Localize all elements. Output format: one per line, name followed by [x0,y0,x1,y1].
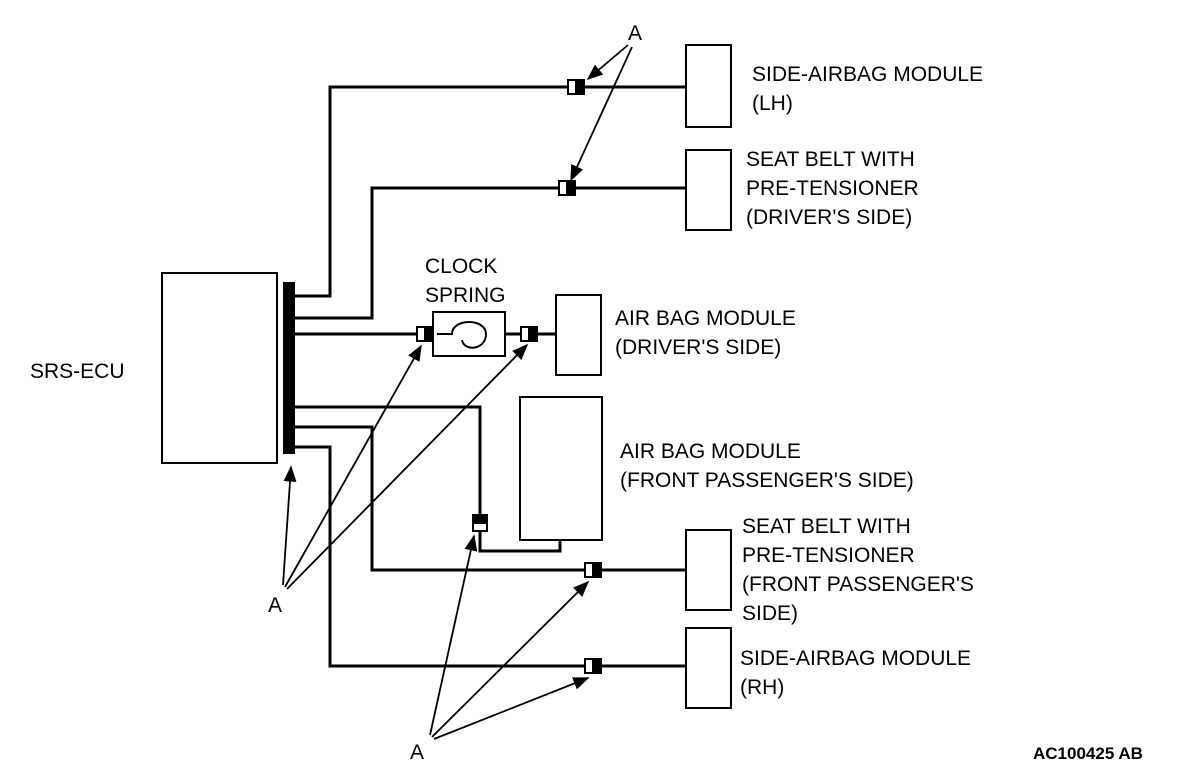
arrow-left-to-airbag-driver [286,343,529,590]
callout-a-left: A [268,594,283,617]
harness-wires [295,85,686,668]
seatbelt-passenger-module [685,529,732,611]
connector-side-airbag-lh [567,79,585,95]
side-airbag-rh-line-2: (RH) [740,676,785,699]
clock-spring-label: CLOCK SPRING [425,252,506,310]
connectors [416,79,602,674]
callout-a-top: A [628,22,643,45]
wire-seatbelt-driver [295,186,686,320]
side-airbag-rh-module [685,627,732,709]
ecu-label: SRS-ECU [30,360,125,383]
srs-ecu-box [161,272,278,464]
seatbelt-passenger-line-2: PRE-TENSIONER [742,544,915,567]
connector-side-airbag-rh [584,658,602,674]
side-airbag-lh-module [685,44,732,128]
arrow-bottom-to-passenger [429,534,478,736]
connector-clock-spring-in [416,326,434,342]
arrow-left-to-ecu [282,465,297,586]
clock-spring-line-2: SPRING [425,284,506,307]
wire-side-airbag-lh [295,85,686,298]
seatbelt-passenger-line-3: (FRONT PASSENGER'S [742,573,974,596]
airbag-passenger-label: AIR BAG MODULE (FRONT PASSENGER'S SIDE) [620,437,914,495]
seatbelt-passenger-label: SEAT BELT WITH PRE-TENSIONER (FRONT PASS… [742,512,974,628]
connector-seatbelt-driver [558,180,576,196]
side-airbag-lh-label: SIDE-AIRBAG MODULE (LH) [752,60,983,118]
seatbelt-driver-line-1: SEAT BELT WITH [746,148,915,171]
seatbelt-passenger-line-1: SEAT BELT WITH [742,515,911,538]
arrow-left-to-clock-spring [284,344,422,588]
connector-airbag-driver [520,326,538,342]
seatbelt-driver-label: SEAT BELT WITH PRE-TENSIONER (DRIVER'S S… [746,145,919,232]
arrow-bottom-to-seatbelt-passenger [431,580,590,738]
seatbelt-passenger-line-4: SIDE) [742,602,799,625]
clock-spring-coil [437,321,488,349]
airbag-driver-line-2: (DRIVER'S SIDE) [615,336,782,359]
callout-arrows [282,44,633,740]
connector-seatbelt-passenger [584,562,602,578]
airbag-driver-line-1: AIR BAG MODULE [615,307,796,330]
clock-spring-line-1: CLOCK [425,255,498,278]
srs-ecu-connector [283,282,295,454]
seatbelt-driver-line-3: (DRIVER'S SIDE) [746,206,913,229]
side-airbag-lh-line-1: SIDE-AIRBAG MODULE [752,63,984,86]
arrow-top-to-seatbelt-driver [570,46,633,182]
airbag-driver-module [555,294,602,376]
side-airbag-rh-line-1: SIDE-AIRBAG MODULE [740,647,972,670]
seatbelt-driver-line-2: PRE-TENSIONER [746,177,919,200]
airbag-passenger-line-1: AIR BAG MODULE [620,440,801,463]
callout-a-bottom: A [410,741,425,764]
airbag-passenger-module [519,396,603,541]
side-airbag-rh-label: SIDE-AIRBAG MODULE (RH) [740,644,971,702]
seatbelt-driver-module [685,149,732,231]
wire-seatbelt-passenger [295,425,686,572]
arrow-top-to-lh [586,44,629,81]
connector-airbag-passenger [472,514,488,532]
arrow-bottom-to-rh [433,677,590,740]
airbag-passenger-line-2: (FRONT PASSENGER'S SIDE) [620,469,914,492]
side-airbag-lh-line-2: (LH) [752,92,793,115]
wire-airbag-passenger [295,405,562,553]
wire-side-airbag-rh [295,445,686,668]
figure-code: AC100425 AB [1033,744,1143,763]
airbag-driver-label: AIR BAG MODULE (DRIVER'S SIDE) [615,304,796,362]
